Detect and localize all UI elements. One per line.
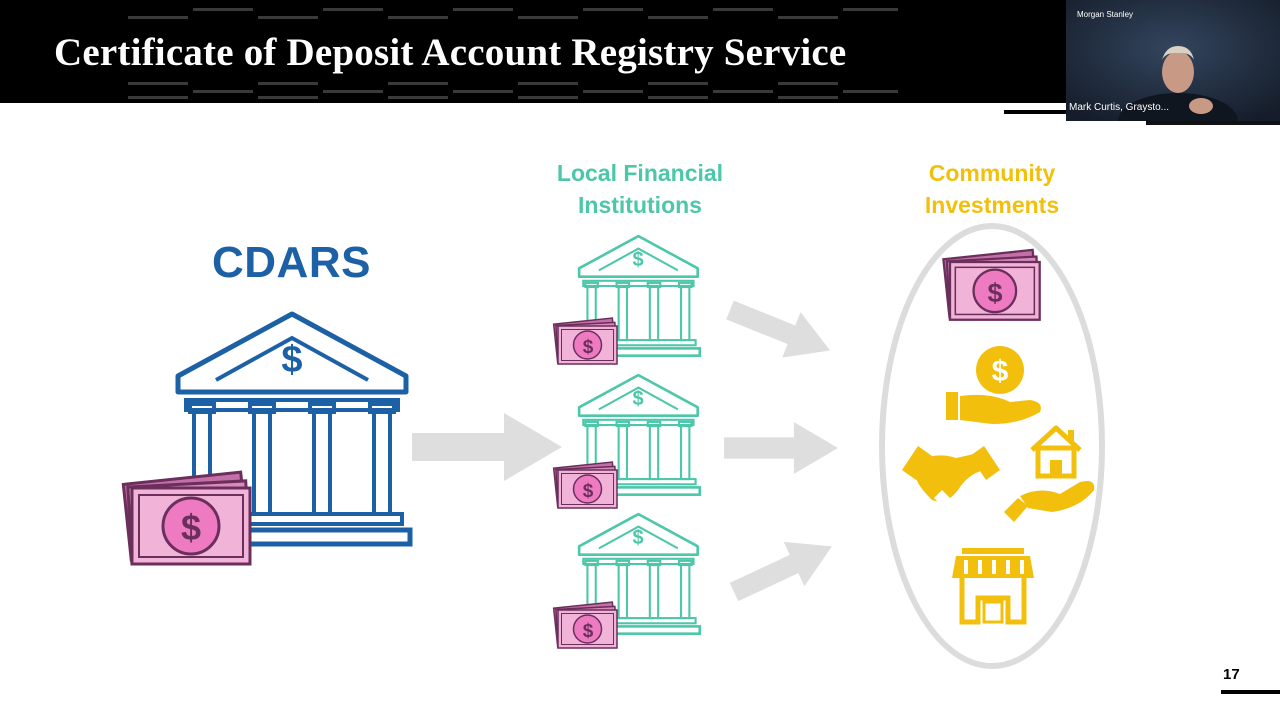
local-to-community-arrow-icon (720, 287, 840, 374)
cdars-bill-dollar: $ (181, 507, 201, 548)
slide-title: Certificate of Deposit Account Registry … (54, 31, 847, 74)
local-label-line2: Institutions (578, 192, 702, 218)
storefront-icon (952, 548, 1034, 625)
community-bill-dollar: $ (987, 278, 1002, 308)
handshake-icon (902, 446, 1000, 508)
local-financial-institutions-label: Local Financial Institutions (540, 157, 740, 221)
local-label-line1: Local Financial (556, 160, 724, 186)
video-tile[interactable]: Morgan Stanley Mark Curtis, Graysto... (1066, 0, 1280, 121)
community-label-line1: Community (928, 160, 1056, 186)
community-oval (879, 223, 1105, 669)
local-to-community-arrow-icon (724, 422, 838, 474)
cdars-bank-dollar: $ (281, 339, 302, 381)
cdars-to-local-arrow-icon (412, 413, 562, 481)
video-underline (1004, 110, 1066, 114)
cdars-bank-icon: $ (174, 314, 410, 544)
video-organization-label: Morgan Stanley (1077, 10, 1134, 19)
cdars-label: CDARS (212, 238, 371, 287)
video-underline (1146, 121, 1280, 125)
local-bill-dollar: $ (583, 337, 594, 358)
local-bank-dollar: $ (632, 527, 643, 549)
local-bill-dollar: $ (583, 621, 594, 642)
participant-name-label: Mark Curtis, Graysto... (1069, 102, 1170, 113)
coin-in-hand-icon (946, 346, 1041, 424)
coin-dollar: $ (992, 355, 1009, 388)
local-bank-dollar: $ (632, 388, 643, 410)
community-investments-label: Community Investments (892, 157, 1092, 221)
slide-number-rule (1221, 690, 1280, 694)
title-background-pattern (128, 8, 898, 99)
local-to-community-arrow-icon (723, 524, 843, 615)
local-bill-dollar: $ (583, 481, 594, 502)
house-in-hand-icon (1004, 425, 1095, 522)
participant-avatar (1066, 0, 1280, 121)
local-bank-dollar: $ (632, 249, 643, 271)
cdars-dollar-bill-icon: $ (121, 470, 252, 566)
community-label-line2: Investments (924, 192, 1060, 218)
slide-number: 17 (1223, 666, 1240, 683)
